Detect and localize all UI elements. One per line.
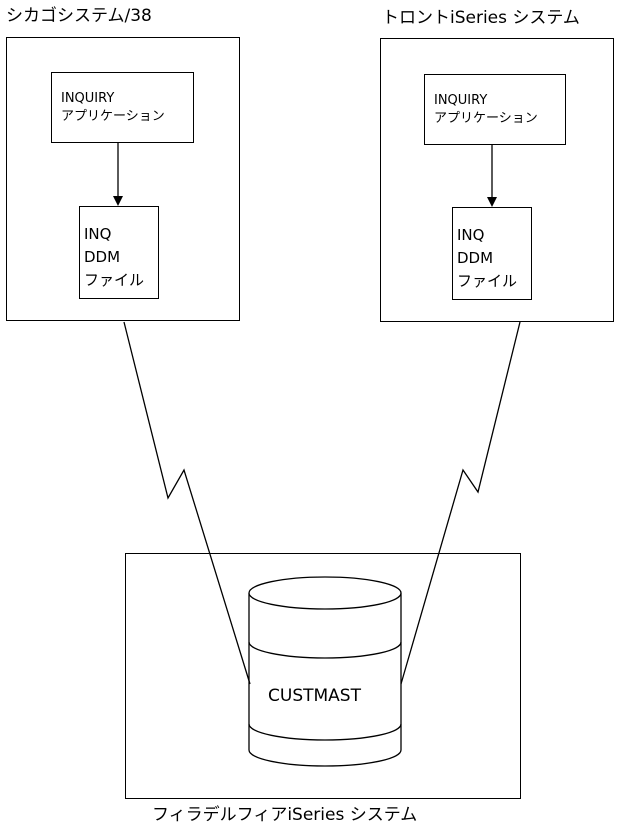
chicago-system-box: [6, 37, 240, 321]
chicago-ddm-line2: DDM: [84, 248, 121, 266]
toronto-system-title: トロントiSeries システム: [382, 8, 580, 28]
toronto-system-box: [380, 38, 614, 322]
custmast-database-label: CUSTMAST: [268, 686, 361, 706]
toronto-communication-link: [400, 321, 521, 685]
toronto-app-line2: アプリケーション: [434, 111, 538, 126]
toronto-inquiry-app-box: [424, 74, 566, 145]
toronto-ddm-line2: DDM: [457, 249, 494, 267]
chicago-app-line1: INQUIRY: [61, 91, 115, 106]
custmast-database-cylinder: [248, 576, 402, 767]
chicago-communication-link: [123, 321, 251, 685]
philadelphia-system-box: [125, 553, 521, 799]
chicago-ddm-line1: INQ: [84, 225, 112, 243]
toronto-ddm-file-box: [452, 207, 532, 300]
philadelphia-system-title: フィラデルフィアiSeries システム: [152, 805, 418, 825]
chicago-inquiry-app-box: [51, 72, 194, 143]
chicago-ddm-line3: ファイル: [84, 271, 145, 289]
chicago-ddm-file-box: [79, 206, 159, 299]
chicago-system-title: シカゴシステム/38: [6, 6, 152, 26]
chicago-app-line2: アプリケーション: [61, 109, 165, 124]
toronto-app-line1: INQUIRY: [434, 93, 488, 108]
toronto-ddm-line1: INQ: [457, 226, 485, 244]
toronto-ddm-line3: ファイル: [457, 272, 518, 290]
